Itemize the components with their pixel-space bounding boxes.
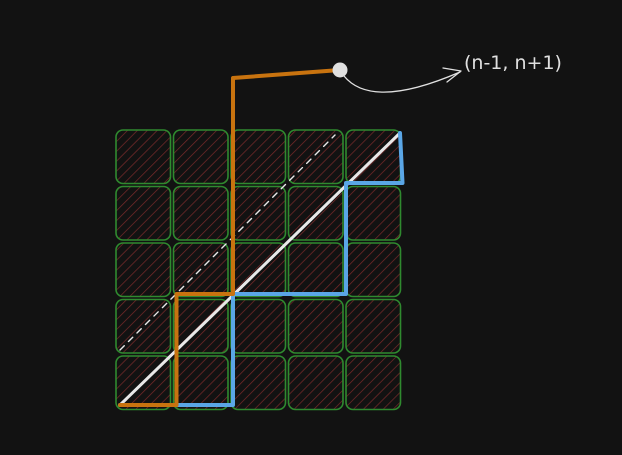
grid-cell [230, 129, 287, 185]
orange-lattice-path [118, 68, 342, 407]
grid-cell [287, 298, 344, 354]
grid-cell [287, 129, 344, 185]
blue-lattice-path [118, 131, 405, 407]
grid-cell [230, 355, 287, 411]
grid-cell [345, 185, 402, 241]
solid-diagonal [118, 131, 402, 407]
grid-cell [345, 298, 402, 354]
arrow-curve [343, 71, 461, 93]
grid-cell [172, 129, 229, 185]
grid-cell [287, 355, 344, 411]
arrow-head-icon [442, 67, 462, 83]
grid-cell [287, 242, 344, 298]
grid-cell [115, 242, 172, 298]
grid-cell [345, 355, 402, 411]
grid-cell [115, 129, 172, 185]
grid-cell [230, 185, 287, 241]
endpoint-label: (n-1, n+1) [464, 52, 562, 74]
grid-cell [172, 355, 229, 411]
grid-cell [345, 242, 402, 298]
dashed-diagonal [119, 134, 336, 351]
grid-cell [115, 185, 172, 241]
grid-cell [172, 185, 229, 241]
grid-cell [230, 298, 287, 354]
endpoint-dot [332, 62, 348, 78]
